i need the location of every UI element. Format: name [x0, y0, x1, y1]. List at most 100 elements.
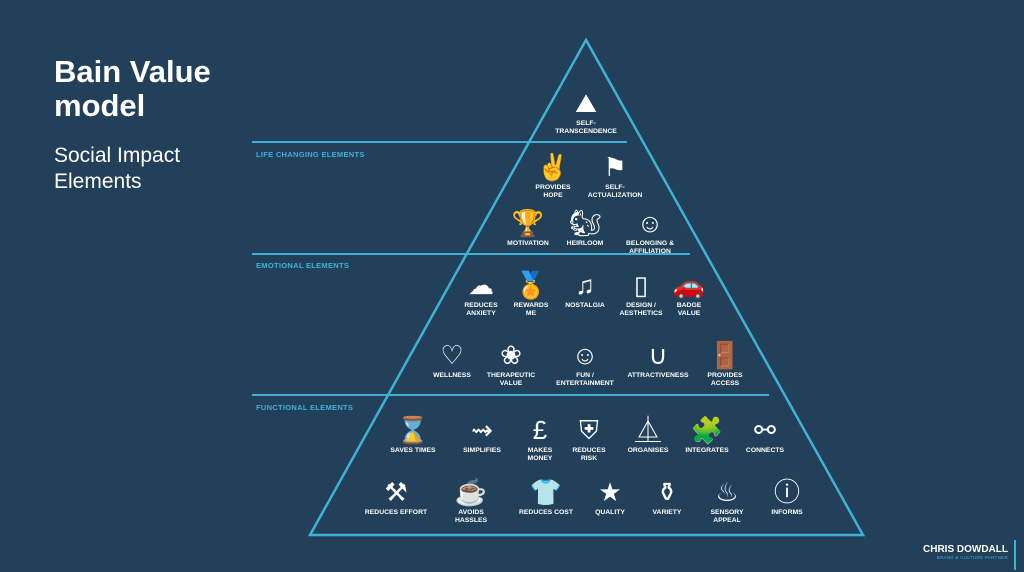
element-label: PROVIDES HOPE: [535, 184, 571, 199]
element-label: INTEGRATES: [685, 447, 729, 454]
element-icon: ⛰: [575, 88, 597, 118]
pyramid-element: 🚗 BADGE VALUE: [649, 270, 729, 318]
element-icon: ☺: [636, 208, 664, 238]
element-label: FUN / ENTERTAINMENT: [556, 372, 614, 387]
element-icon: ▯: [633, 270, 649, 300]
element-icon: ⚒: [384, 477, 408, 507]
element-icon: ☁: [468, 270, 494, 300]
pyramid-element: ☁ REDUCES ANXIETY: [441, 270, 521, 318]
element-label: NOSTALGIA: [565, 302, 605, 309]
element-icon: ❀: [500, 340, 522, 370]
element-label: SENSORY APPEAL: [710, 509, 744, 524]
pyramid-element: ★ QUALITY: [570, 477, 650, 517]
element-label: DESIGN / AESTHETICS: [619, 302, 663, 317]
element-label: ATTRACTIVENESS: [627, 372, 689, 379]
element-icon: 🏆: [511, 208, 545, 238]
element-label: QUALITY: [595, 509, 625, 516]
element-icon: ⌛: [396, 415, 430, 445]
pyramid-element: ❀ THERAPEUTIC VALUE: [471, 340, 551, 388]
element-label: SIMPLIFIES: [463, 447, 501, 454]
pyramid-element: ⌛ SAVES TIMES: [373, 415, 453, 455]
pyramid-element: ⚑ SELF- ACTUALIZATION: [575, 152, 655, 200]
element-label: HEIRLOOM: [566, 240, 604, 247]
element-label: THERAPEUTIC VALUE: [486, 372, 536, 387]
element-label: MAKES MONEY: [527, 447, 553, 462]
element-icon: £: [532, 415, 548, 445]
pyramid-element: ☺ FUN / ENTERTAINMENT: [545, 340, 625, 388]
element-icon: 🧩: [690, 415, 724, 445]
element-label: REWARDS ME: [513, 302, 549, 317]
pyramid-element: ♫ NOSTALGIA: [545, 270, 625, 310]
element-icon: ♫: [575, 270, 595, 300]
brand-name: CHRIS DOWDALL: [923, 544, 1008, 555]
element-label: REDUCES COST: [518, 509, 573, 516]
pyramid-element: ∪ ATTRACTIVENESS: [618, 340, 698, 380]
pyramid-element: ▯ DESIGN / AESTHETICS: [601, 270, 681, 318]
element-icon: ⏅: [634, 415, 661, 445]
section-emotional: EMOTIONAL ELEMENTS: [256, 261, 350, 270]
pyramid-element: ☺ BELONGING & AFFILIATION: [610, 208, 690, 256]
element-icon: ⚑: [603, 152, 627, 182]
pyramid-element: £ MAKES MONEY: [500, 415, 580, 463]
pyramid-outline: [307, 37, 866, 537]
pyramid-element: 👕 REDUCES COST: [506, 477, 586, 517]
element-label: REDUCES ANXIETY: [464, 302, 498, 317]
element-label: INFORMS: [771, 509, 803, 516]
pyramid-element: ⛨ REDUCES RISK: [549, 415, 629, 463]
brand-logo: CHRIS DOWDALL BRAND & CULTURE PARTNER: [913, 544, 1008, 560]
pyramid-element: 🏆 MOTIVATION: [488, 208, 568, 248]
pyramid-element: 🏅 REWARDS ME: [491, 270, 571, 318]
element-icon: ♡: [440, 340, 464, 370]
element-label: BADGE VALUE: [676, 302, 702, 317]
pyramid-element: ⏅ ORGANISES: [608, 415, 688, 455]
element-icon: 🐿: [568, 208, 602, 238]
element-icon: ♨: [715, 477, 739, 507]
element-label: SAVES TIMES: [390, 447, 436, 454]
element-icon: 🚪: [708, 340, 742, 370]
element-label: ORGANISES: [627, 447, 669, 454]
brand-bar: [1014, 540, 1016, 570]
page-subtitle: Social Impact Elements: [54, 144, 181, 193]
pyramid-element: 🚪 PROVIDES ACCESS: [685, 340, 765, 388]
element-label: BELONGING & AFFILIATION: [626, 240, 674, 255]
pyramid-element: 🧩 INTEGRATES: [667, 415, 747, 455]
pyramid-element: ✌ PROVIDES HOPE: [513, 152, 593, 200]
element-label: REDUCES RISK: [572, 447, 606, 462]
element-icon: ★: [598, 477, 622, 507]
pyramid-element: ☕ AVOIDS HASSLES: [431, 477, 511, 525]
pyramid-element: ⚱ VARIETY: [627, 477, 707, 517]
section-life-changing: LIFE CHANGING ELEMENTS: [256, 150, 365, 159]
element-label: CONNECTS: [745, 447, 785, 454]
element-label: MOTIVATION: [507, 240, 549, 247]
pyramid-element: ⚒ REDUCES EFFORT: [356, 477, 436, 517]
element-label: AVOIDS HASSLES: [454, 509, 488, 524]
element-icon: ⛨: [579, 415, 599, 445]
pyramid-element: ⚯ CONNECTS: [725, 415, 805, 455]
element-icon: 🏅: [514, 270, 548, 300]
element-label: VARIETY: [652, 509, 682, 516]
brand-tagline: BRAND & CULTURE PARTNER: [936, 555, 1008, 560]
section-functional: FUNCTIONAL ELEMENTS: [256, 403, 354, 412]
element-icon: ⚯: [754, 415, 776, 445]
page-title: Bain Value model: [54, 54, 211, 123]
pyramid-element: ♡ WELLNESS: [412, 340, 492, 380]
element-label: WELLNESS: [433, 372, 471, 379]
element-icon: 👕: [529, 477, 563, 507]
element-icon: ⇝: [471, 415, 493, 445]
element-label: REDUCES EFFORT: [364, 509, 428, 516]
element-label: PROVIDES ACCESS: [707, 372, 743, 387]
element-label: SELF- ACTUALIZATION: [587, 184, 643, 199]
pyramid-element: ♨ SENSORY APPEAL: [687, 477, 767, 525]
element-icon: 🚗: [672, 270, 706, 300]
pyramid-element: ⛰ SELF- TRANSCENDENCE: [546, 88, 626, 136]
element-icon: ☕: [454, 477, 488, 507]
element-icon: ☺: [571, 340, 599, 370]
element-icon: ✌: [536, 152, 570, 182]
element-label: SELF- TRANSCENDENCE: [555, 120, 617, 135]
element-icon: ∪: [648, 340, 668, 370]
element-icon: ⓘ: [773, 477, 800, 507]
pyramid-element: 🐿 HEIRLOOM: [545, 208, 625, 248]
element-icon: ⚱: [656, 477, 678, 507]
